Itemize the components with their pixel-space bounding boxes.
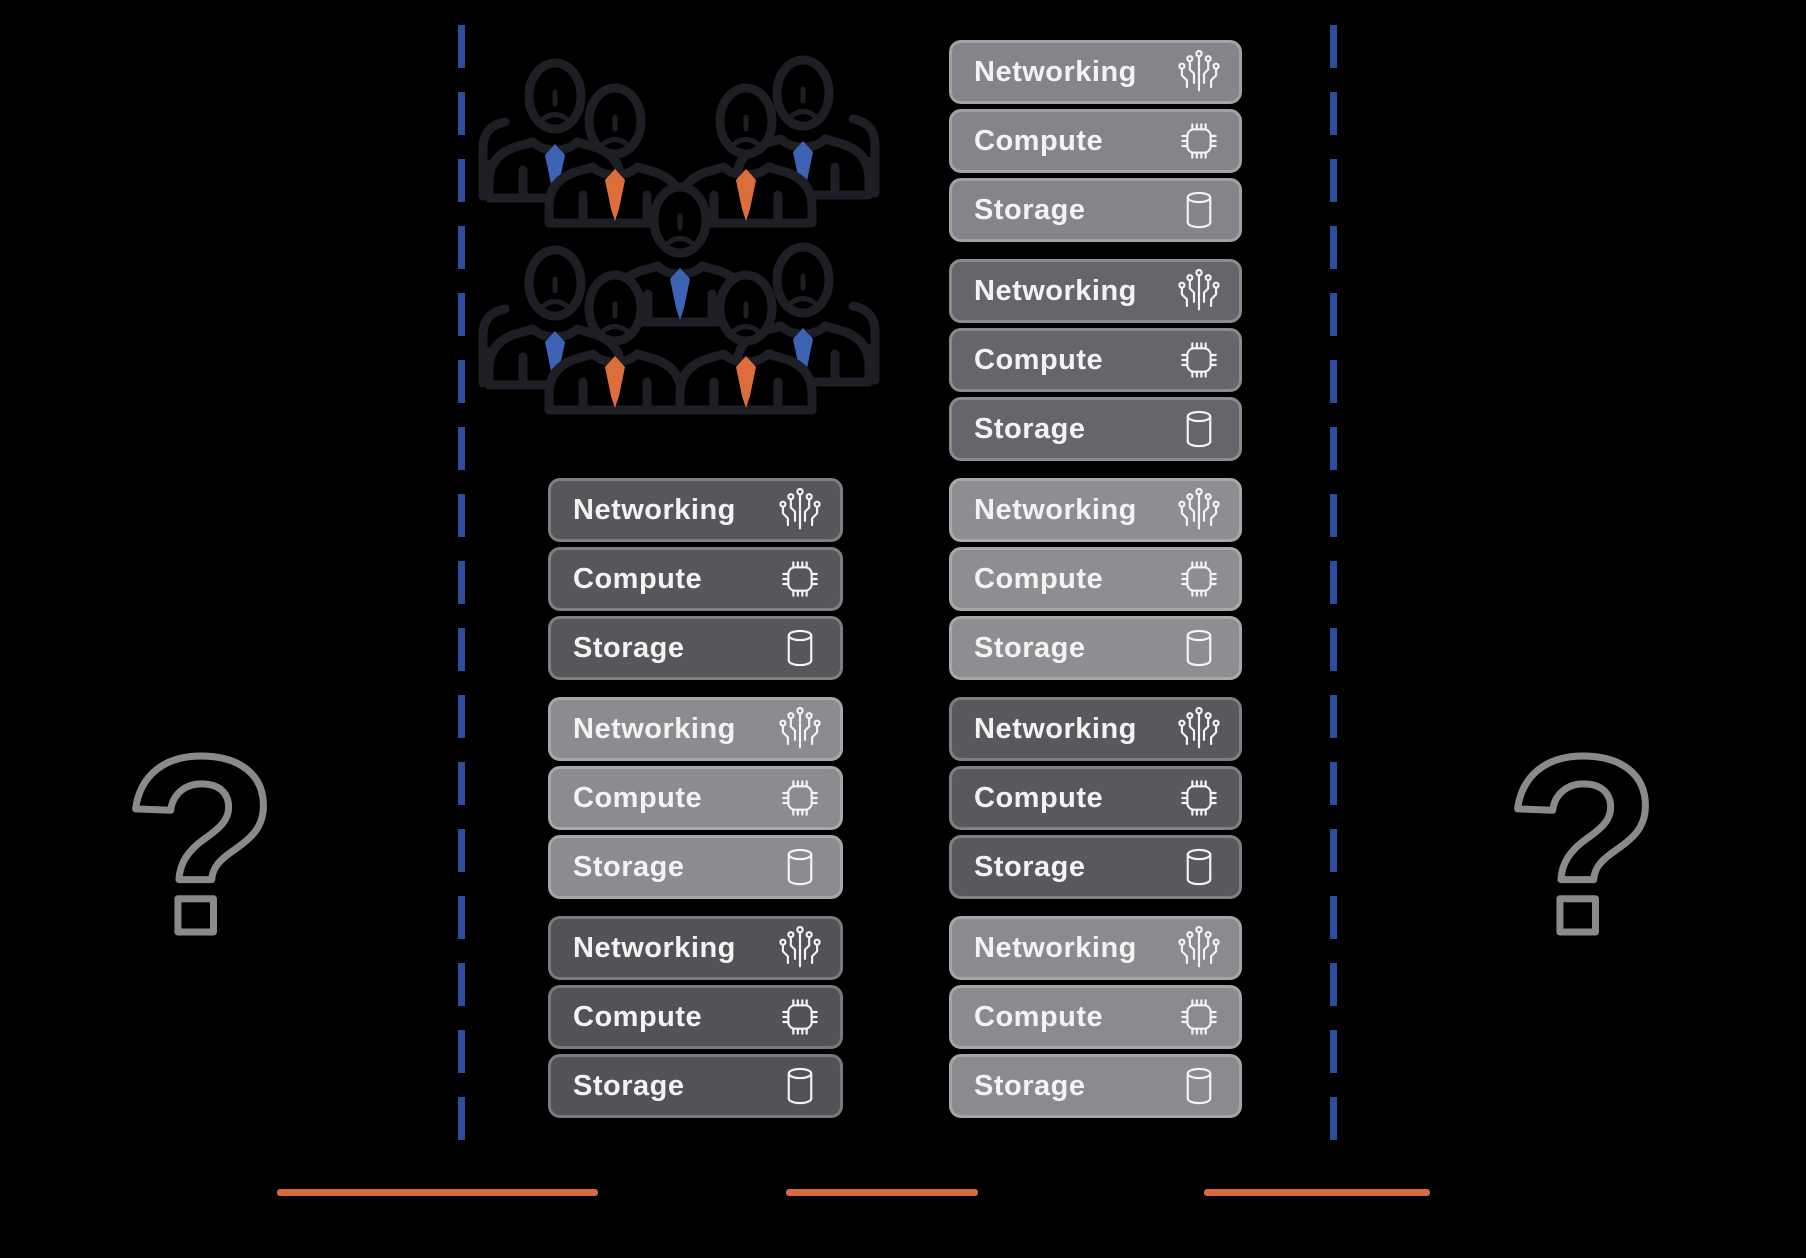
- network-circuit-icon: [1178, 925, 1220, 968]
- cpu-chip-icon: [782, 561, 818, 597]
- svg-text:?: ?: [124, 735, 278, 975]
- compute-label: Compute: [573, 562, 703, 595]
- middle-column-stack2-networking-box: Networking: [548, 697, 843, 761]
- networking-label: Networking: [974, 931, 1137, 964]
- middle-column-stack1-compute-box: Compute: [548, 547, 843, 611]
- right-column-stack5-storage-box: Storage: [949, 1054, 1242, 1118]
- networking-label: Networking: [974, 55, 1137, 88]
- tie: [736, 169, 756, 221]
- database-cylinder-icon: [1186, 848, 1212, 886]
- dashed-divider-right: [1330, 25, 1337, 1143]
- people-groups: [478, 55, 880, 415]
- middle-column-stack1-networking-box: Networking: [548, 478, 843, 542]
- tie: [545, 144, 565, 196]
- compute-label: Compute: [573, 1000, 703, 1033]
- middle-column-stack3-storage-box: Storage: [548, 1054, 843, 1118]
- network-circuit-icon: [779, 706, 821, 749]
- network-circuit-icon: [1178, 268, 1220, 311]
- database-cylinder-icon: [787, 1067, 813, 1105]
- storage-label: Storage: [974, 850, 1086, 883]
- storage-label: Storage: [573, 850, 685, 883]
- cpu-chip-icon: [1181, 780, 1217, 816]
- compute-label: Compute: [974, 781, 1104, 814]
- network-circuit-icon: [1178, 487, 1220, 530]
- right-column-stack1-networking-box: Networking: [949, 40, 1242, 104]
- right-column-stack1-storage-box: Storage: [949, 178, 1242, 242]
- right-column-stack3-storage-box: Storage: [949, 616, 1242, 680]
- tie: [605, 169, 625, 221]
- storage-label: Storage: [974, 412, 1086, 445]
- networking-label: Networking: [974, 712, 1137, 745]
- right-column-stack3-networking-box: Networking: [949, 478, 1242, 542]
- right-column-stack4-storage-box: Storage: [949, 835, 1242, 899]
- networking-label: Networking: [974, 493, 1137, 526]
- cpu-chip-icon: [1181, 342, 1217, 378]
- database-cylinder-icon: [1186, 410, 1212, 448]
- storage-label: Storage: [974, 193, 1086, 226]
- right-column-stack2-compute-box: Compute: [949, 328, 1242, 392]
- cpu-chip-icon: [782, 780, 818, 816]
- question-mark-left: ?: [116, 702, 286, 990]
- storage-label: Storage: [974, 631, 1086, 664]
- right-column-stack5-networking-box: Networking: [949, 916, 1242, 980]
- person-icon-mid-left-g2: [544, 270, 686, 415]
- person-icon-back-right-g2: [732, 242, 880, 387]
- network-circuit-icon: [1178, 706, 1220, 749]
- networking-label: Networking: [573, 931, 736, 964]
- database-cylinder-icon: [1186, 191, 1212, 229]
- right-column-stack2-networking-box: Networking: [949, 259, 1242, 323]
- networking-label: Networking: [974, 274, 1137, 307]
- database-cylinder-icon: [1186, 1067, 1212, 1105]
- tie: [670, 268, 690, 320]
- right-column-stack1-compute-box: Compute: [949, 109, 1242, 173]
- middle-column-stack2-compute-box: Compute: [548, 766, 843, 830]
- right-column-stack5-compute-box: Compute: [949, 985, 1242, 1049]
- person-icon-mid-left-g1: [544, 83, 686, 228]
- question-mark-right: ?: [1498, 702, 1668, 990]
- tie: [736, 356, 756, 408]
- right-column-stack4-networking-box: Networking: [949, 697, 1242, 761]
- cpu-chip-icon: [1181, 123, 1217, 159]
- orange-underline-3: [1204, 1189, 1430, 1196]
- person-icon-mid-right-g1: [675, 83, 817, 228]
- networking-label: Networking: [573, 712, 736, 745]
- database-cylinder-icon: [1186, 629, 1212, 667]
- svg-text:?: ?: [1506, 735, 1660, 975]
- storage-label: Storage: [573, 1069, 685, 1102]
- right-column-stack2-storage-box: Storage: [949, 397, 1242, 461]
- orange-underline-1: [277, 1189, 598, 1196]
- storage-label: Storage: [573, 631, 685, 664]
- cpu-chip-icon: [1181, 561, 1217, 597]
- compute-label: Compute: [974, 1000, 1104, 1033]
- compute-label: Compute: [573, 781, 703, 814]
- tie: [545, 331, 565, 383]
- cpu-chip-icon: [1181, 999, 1217, 1035]
- right-column-stack3-compute-box: Compute: [949, 547, 1242, 611]
- middle-column-stack3-compute-box: Compute: [548, 985, 843, 1049]
- person-icon-mid-right-g2: [675, 270, 817, 415]
- cpu-chip-icon: [782, 999, 818, 1035]
- network-circuit-icon: [779, 487, 821, 530]
- tie: [605, 356, 625, 408]
- compute-label: Compute: [974, 343, 1104, 376]
- orange-underline-2: [786, 1189, 978, 1196]
- network-circuit-icon: [779, 925, 821, 968]
- middle-column-stack2-storage-box: Storage: [548, 835, 843, 899]
- middle-column-stack1-storage-box: Storage: [548, 616, 843, 680]
- right-column-stack4-compute-box: Compute: [949, 766, 1242, 830]
- database-cylinder-icon: [787, 848, 813, 886]
- tie: [793, 141, 813, 193]
- network-circuit-icon: [1178, 49, 1220, 92]
- compute-label: Compute: [974, 124, 1104, 157]
- compute-label: Compute: [974, 562, 1104, 595]
- storage-label: Storage: [974, 1069, 1086, 1102]
- database-cylinder-icon: [787, 629, 813, 667]
- dashed-divider-left: [458, 25, 465, 1143]
- tie: [793, 328, 813, 380]
- networking-label: Networking: [573, 493, 736, 526]
- middle-column-stack3-networking-box: Networking: [548, 916, 843, 980]
